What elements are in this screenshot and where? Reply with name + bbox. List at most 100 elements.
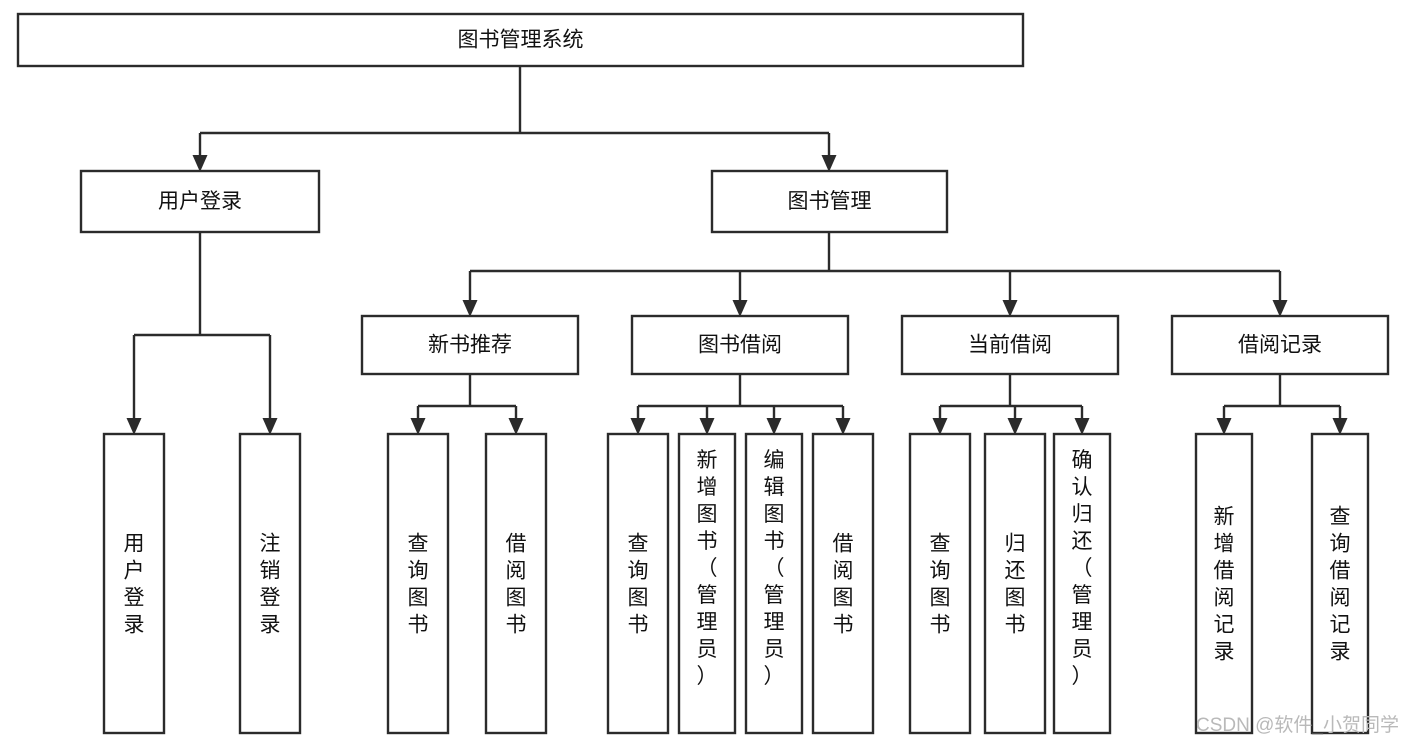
arrow-head-icon <box>1216 418 1232 435</box>
node-root[interactable]: 图书管理系统 <box>16 12 1025 68</box>
node-label: 借阅图书 <box>833 533 854 637</box>
node-label: 新书推荐 <box>428 334 512 357</box>
node-box[interactable] <box>102 432 166 735</box>
connector-bus-borrow-record <box>1224 374 1340 408</box>
arrow-to-book-manage <box>821 133 837 172</box>
node-label: 当前借阅 <box>968 334 1052 357</box>
arrow-to-leaf-query-record <box>1332 406 1348 435</box>
node-label: 新增图书（管理员） <box>697 449 718 688</box>
node-box[interactable] <box>710 169 949 234</box>
node-label: 注销登录 <box>260 533 281 637</box>
arrow-to-leaf-borrow-book-1 <box>508 406 524 435</box>
node-label: 查询借阅记录 <box>1330 506 1351 664</box>
connector-layer <box>126 66 1348 435</box>
node-leaf-query-record[interactable]: 查询借阅记录 <box>1310 432 1370 735</box>
arrow-head-icon <box>508 418 524 435</box>
node-leaf-query-book-3[interactable]: 查询图书 <box>908 432 972 735</box>
node-box[interactable] <box>360 314 580 376</box>
node-box[interactable] <box>811 432 875 735</box>
node-box[interactable] <box>908 432 972 735</box>
node-box[interactable] <box>484 432 548 735</box>
arrow-to-leaf-return-book <box>1007 406 1023 435</box>
arrow-head-icon <box>1272 300 1288 317</box>
node-box[interactable] <box>1052 432 1112 735</box>
arrow-head-icon <box>835 418 851 435</box>
node-leaf-borrow-book-1[interactable]: 借阅图书 <box>484 432 548 735</box>
arrow-head-icon <box>699 418 715 435</box>
arrow-to-leaf-add-book <box>699 406 715 435</box>
arrow-head-icon <box>262 418 278 435</box>
node-leaf-query-book-2[interactable]: 查询图书 <box>606 432 670 735</box>
arrow-head-icon <box>1332 418 1348 435</box>
node-box[interactable] <box>630 314 850 376</box>
node-label: 新增借阅记录 <box>1214 506 1235 664</box>
arrow-head-icon <box>766 418 782 435</box>
node-box[interactable] <box>238 432 302 735</box>
node-label: 查询图书 <box>408 533 429 637</box>
arrow-to-current-borrow <box>1002 271 1018 317</box>
node-book-borrow[interactable]: 图书借阅 <box>630 314 850 376</box>
node-current-borrow[interactable]: 当前借阅 <box>900 314 1120 376</box>
node-book-manage[interactable]: 图书管理 <box>710 169 949 234</box>
node-box[interactable] <box>1170 314 1390 376</box>
node-leaf-borrow-book-2[interactable]: 借阅图书 <box>811 432 875 735</box>
node-label: 用户登录 <box>158 190 242 213</box>
arrow-to-new-book-rec <box>462 271 478 317</box>
node-layer: 图书管理系统用户登录图书管理新书推荐图书借阅当前借阅借阅记录用户登录注销登录查询… <box>16 12 1390 735</box>
node-new-book-rec[interactable]: 新书推荐 <box>360 314 580 376</box>
arrow-to-leaf-user-login <box>126 335 142 435</box>
node-box[interactable] <box>677 432 737 735</box>
arrow-head-icon <box>1074 418 1090 435</box>
arrow-to-book-borrow <box>732 271 748 317</box>
node-box[interactable] <box>386 432 450 735</box>
node-leaf-add-record[interactable]: 新增借阅记录 <box>1194 432 1254 735</box>
node-box[interactable] <box>1194 432 1254 735</box>
node-box[interactable] <box>1310 432 1370 735</box>
node-leaf-query-book-1[interactable]: 查询图书 <box>386 432 450 735</box>
connector-bus-user-login <box>134 232 270 337</box>
arrow-to-user-login <box>192 133 208 172</box>
node-box[interactable] <box>16 12 1025 68</box>
node-label: 归还图书 <box>1005 533 1026 637</box>
node-box[interactable] <box>744 432 804 735</box>
arrow-head-icon <box>126 418 142 435</box>
node-label: 编辑图书（管理员） <box>764 449 785 688</box>
arrow-to-leaf-edit-book <box>766 406 782 435</box>
arrow-head-icon <box>410 418 426 435</box>
arrow-to-leaf-query-book-1 <box>410 406 426 435</box>
arrow-head-icon <box>630 418 646 435</box>
connector-bus-root <box>200 66 829 135</box>
node-leaf-user-logout[interactable]: 注销登录 <box>238 432 302 735</box>
node-leaf-return-book[interactable]: 归还图书 <box>983 432 1047 735</box>
arrow-to-leaf-query-book-3 <box>932 406 948 435</box>
node-box[interactable] <box>606 432 670 735</box>
node-user-login[interactable]: 用户登录 <box>79 169 321 234</box>
node-borrow-record[interactable]: 借阅记录 <box>1170 314 1390 376</box>
node-box[interactable] <box>79 169 321 234</box>
node-label: 查询图书 <box>930 533 951 637</box>
connector-bus-book-borrow <box>638 374 843 408</box>
node-label: 确认归还（管理员） <box>1072 449 1093 688</box>
arrow-head-icon <box>192 155 208 172</box>
arrow-to-leaf-confirm-return <box>1074 406 1090 435</box>
csdn-watermark: CSDN @软件_小贺同学 <box>1196 714 1399 736</box>
node-box[interactable] <box>900 314 1120 376</box>
arrow-to-leaf-user-logout <box>262 335 278 435</box>
connector-bus-new-book-rec <box>418 374 516 408</box>
arrow-to-leaf-borrow-book-2 <box>835 406 851 435</box>
node-box[interactable] <box>983 432 1047 735</box>
connector-bus-book-manage <box>470 232 1280 273</box>
node-label: 图书管理 <box>788 190 872 213</box>
node-label: 图书借阅 <box>698 334 782 357</box>
arrow-head-icon <box>1007 418 1023 435</box>
arrow-head-icon <box>821 155 837 172</box>
node-label: 用户登录 <box>124 533 145 637</box>
arrow-to-borrow-record <box>1272 271 1288 317</box>
node-leaf-confirm-return[interactable]: 确认归还（管理员） <box>1052 432 1112 735</box>
node-leaf-user-login[interactable]: 用户登录 <box>102 432 166 735</box>
node-leaf-add-book[interactable]: 新增图书（管理员） <box>677 432 737 735</box>
node-leaf-edit-book[interactable]: 编辑图书（管理员） <box>744 432 804 735</box>
arrow-to-leaf-add-record <box>1216 406 1232 435</box>
